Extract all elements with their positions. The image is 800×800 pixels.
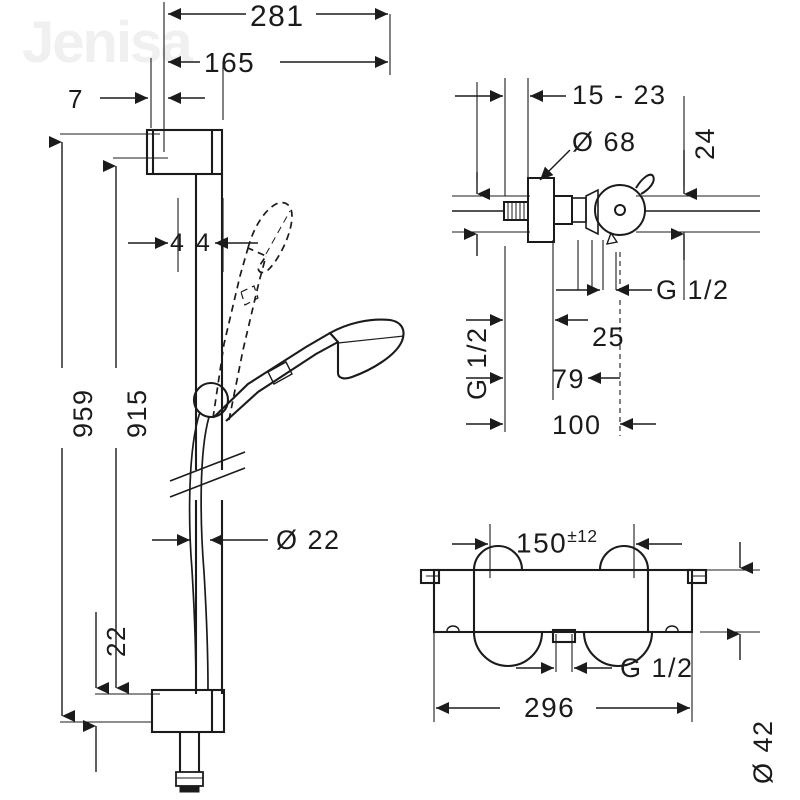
leader-diameter-68: [539, 149, 571, 181]
valve-body: [452, 173, 760, 245]
label-dim-281: 281: [250, 0, 305, 33]
label-dim-165: 165: [204, 47, 256, 78]
label-dim-diameter-68: Ø 68: [572, 127, 637, 157]
label-dim-296: 296: [524, 692, 576, 723]
label-dim-44-right: 4: [196, 229, 212, 257]
label-dim-diameter-22: Ø 22: [276, 525, 341, 555]
label-dim-diameter-42: Ø 42: [748, 719, 778, 784]
label-thread-g12-right: G 1/2: [656, 275, 730, 305]
label-dim-79: 79: [552, 364, 586, 394]
hand-shower-dashed: [212, 201, 293, 421]
label-dim-7: 7: [68, 84, 84, 114]
label-dim-44-left: 4: [170, 229, 186, 257]
label-dim-24: 24: [690, 126, 720, 160]
handset-holder-ring: [192, 381, 230, 419]
shower-hose: [188, 411, 210, 691]
label-dim-22: 22: [101, 625, 131, 657]
label-thread-g12-outlet: G 1/2: [620, 653, 694, 683]
valve-extension-lines: [452, 78, 760, 436]
thermostat-body: [419, 524, 708, 668]
shower-rail-assembly: [145, 128, 246, 793]
label-dim-15-23: 15 - 23: [572, 80, 667, 110]
label-dim-100: 100: [552, 410, 602, 440]
label-dim-915: 915: [122, 388, 152, 438]
rail-extension-lines: [60, 2, 391, 723]
label-thread-g12-vertical: G 1/2: [462, 326, 492, 400]
label-dim-959: 959: [68, 388, 98, 438]
label-dim-150: 150±12: [516, 526, 598, 559]
label-dim-150-value: 150: [516, 527, 568, 559]
hand-shower-solid: [213, 318, 405, 422]
label-dim-150-tolerance: ±12: [567, 526, 598, 546]
label-dim-25: 25: [592, 322, 626, 352]
